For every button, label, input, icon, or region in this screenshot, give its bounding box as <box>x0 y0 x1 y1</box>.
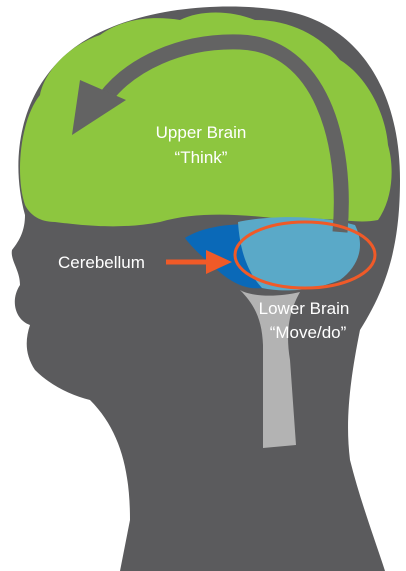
spinal-cord <box>240 290 300 448</box>
upper-brain-sublabel: “Think” <box>175 148 228 167</box>
cerebellum-label: Cerebellum <box>58 253 145 272</box>
upper-brain-label: Upper Brain <box>156 123 247 142</box>
lower-brain-highlight <box>233 220 377 290</box>
lower-brain-sublabel: “Move/do” <box>270 323 347 342</box>
think-loop-arrowhead <box>72 80 126 135</box>
lower-brain-region <box>238 217 360 291</box>
think-loop-arrow <box>99 34 349 233</box>
lower-brain-label: Lower Brain <box>259 299 350 318</box>
cerebellum-pointer-arrowhead <box>206 250 232 274</box>
